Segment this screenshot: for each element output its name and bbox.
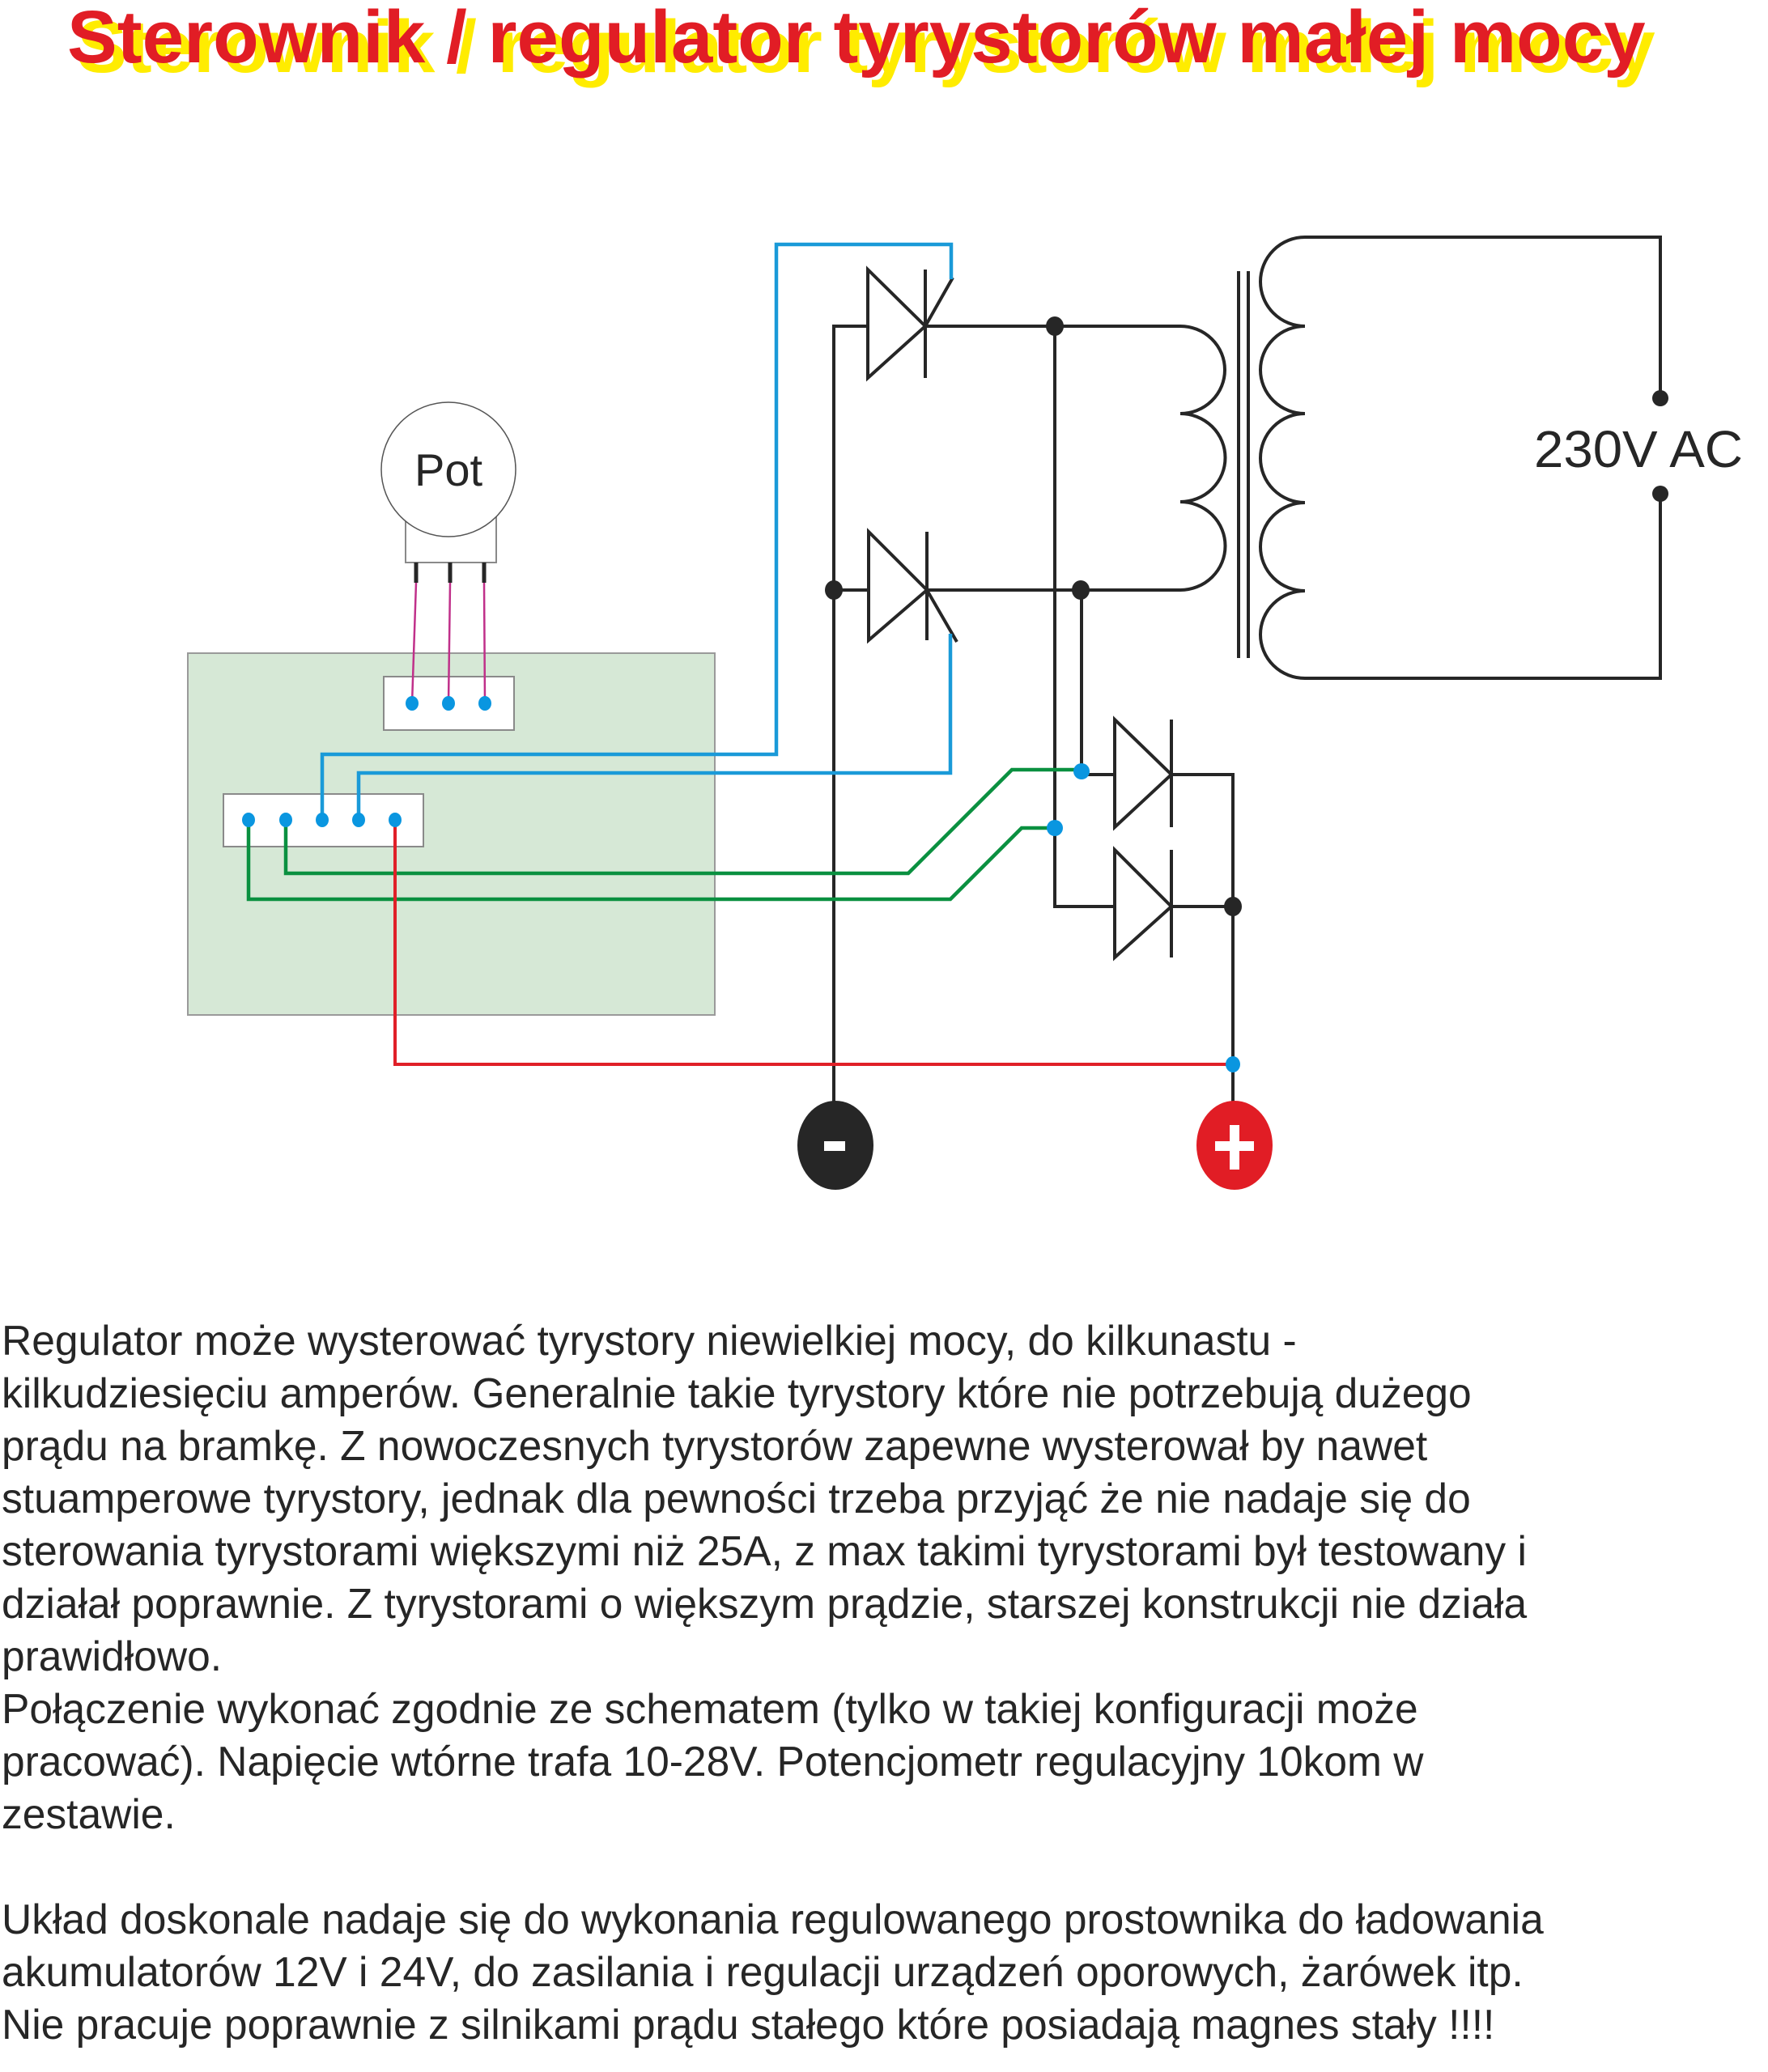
pot-label: Pot	[414, 444, 482, 495]
transformer-winding-left	[1179, 325, 1227, 592]
diode-2-body	[1113, 846, 1174, 962]
text-line: Nie pracuje poprawnie z silnikami prądu …	[2, 2002, 1495, 2049]
mains-voltage-label: 230V AC	[1534, 420, 1743, 478]
mains-wire-bottom	[1305, 494, 1662, 680]
transformer-winding-right	[1259, 236, 1306, 680]
power-wiring	[832, 236, 1662, 1107]
plus-icon	[1215, 1125, 1254, 1170]
pot-wire-1	[410, 582, 418, 704]
pot-wire-3	[482, 582, 487, 704]
junctions	[825, 316, 1668, 916]
diode-1-body	[1113, 715, 1174, 831]
positive-sense-wire	[393, 820, 1233, 1066]
paragraph-gap	[2, 1841, 1766, 1894]
text-line: działał poprawnie. Z tyrystorami o więks…	[2, 1581, 1528, 1628]
mains-terminal-1	[1652, 390, 1668, 406]
sense-wires	[246, 767, 1082, 902]
ac-column-2	[1080, 590, 1115, 776]
gate-wire-scr-2	[356, 634, 953, 820]
paragraph-2: Połączenie wykonać zgodnie ze schematem …	[2, 1684, 1766, 1841]
gate-wire-scr-1	[320, 242, 954, 820]
text-line: Układ doskonale nadaje się do wykonania …	[2, 1896, 1544, 1943]
paragraph-3: Układ doskonale nadaje się do wykonania …	[2, 1894, 1766, 2052]
pin-dots	[242, 696, 1240, 1072]
minus-icon	[824, 1141, 845, 1151]
paragraph-1: Regulator może wysterować tyrystory niew…	[2, 1315, 1766, 1684]
circuit-diagram: Pot 230V AC	[187, 236, 1743, 1190]
text-line: sterowania tyrystorami większymi niż 25A…	[2, 1528, 1527, 1575]
positive-rail	[1171, 773, 1235, 1107]
mains-wire-top	[1305, 236, 1662, 398]
pot-pins	[414, 563, 487, 583]
text-line: pracować). Napięcie wtórne trafa 10-28V.…	[2, 1739, 1424, 1785]
text-line: Połączenie wykonać zgodnie ze schematem …	[2, 1686, 1418, 1733]
gate-wires	[320, 242, 954, 820]
title-shadow: Sterownik / regulator tyrystorów małej m…	[77, 6, 1655, 88]
green-wire-2	[246, 820, 1055, 902]
pot-wire-2	[447, 582, 452, 704]
text-line: kilkudziesięciu amperów. Generalnie taki…	[2, 1370, 1472, 1417]
text-line: stuamperowe tyrystory, jednak dla pewnoś…	[2, 1475, 1471, 1522]
mains-terminal-2	[1652, 486, 1668, 502]
page-title: Sterownik / regulator tyrystorów małej m…	[67, 0, 1655, 89]
negative-rail	[832, 325, 868, 1107]
scr-2-body	[867, 528, 929, 644]
text-line: prawidłowo.	[2, 1633, 223, 1680]
ac-column-1	[1053, 326, 1115, 908]
text-line: zestawie.	[2, 1791, 176, 1838]
pot-wires	[410, 582, 487, 704]
pot-knob	[380, 401, 516, 537]
text-line: akumulatorów 12V i 24V, do zasilania i r…	[2, 1949, 1524, 1996]
text-line: Regulator może wysterować tyrystory niew…	[2, 1318, 1297, 1365]
scr-1-body	[866, 265, 928, 382]
description: Regulator może wysterować tyrystory niew…	[2, 1315, 1766, 2052]
text-line: prądu na bramkę. Z nowoczesnych tyrystor…	[2, 1423, 1428, 1470]
title-text: Sterownik / regulator tyrystorów małej m…	[67, 0, 1646, 79]
green-wire-1	[283, 767, 1082, 876]
